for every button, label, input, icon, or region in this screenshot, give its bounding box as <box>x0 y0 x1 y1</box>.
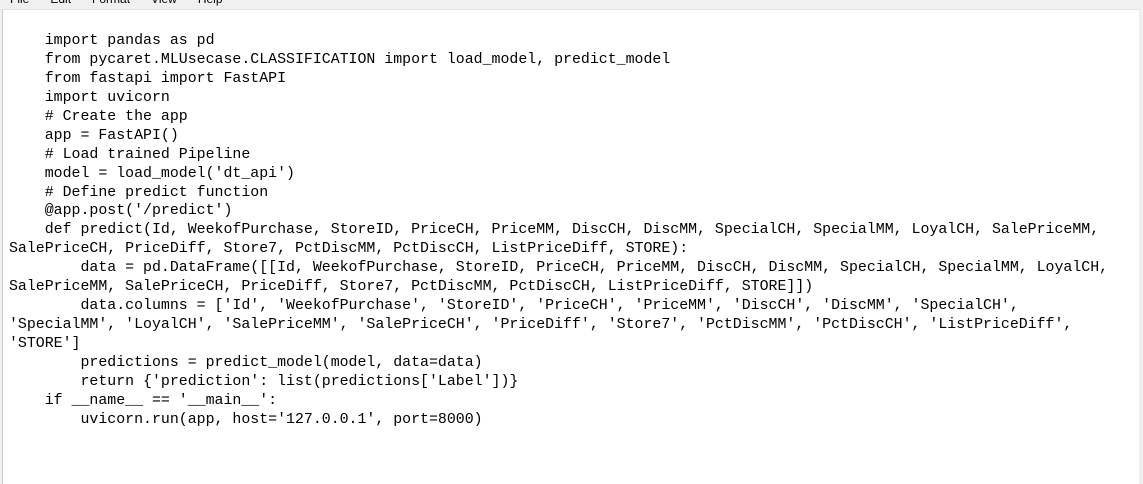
code-line: SalePriceMM, SalePriceCH, PriceDiff, Sto… <box>9 279 814 296</box>
menu-format[interactable]: Format <box>82 0 130 8</box>
text-editor[interactable]: import pandas as pd from pycaret.MLUseca… <box>2 9 1139 484</box>
code-line: # Create the app <box>9 108 188 125</box>
code-line: return {'prediction': list(predictions['… <box>9 373 519 390</box>
code-line: # Load trained Pipeline <box>9 146 251 163</box>
right-edge <box>1139 9 1143 484</box>
code-line: from fastapi import FastAPI <box>9 70 287 87</box>
code-line: # Define predict function <box>9 184 269 201</box>
code-line: @app.post('/predict') <box>9 203 233 220</box>
code-line: uvicorn.run(app, host='127.0.0.1', port=… <box>9 411 483 428</box>
menu-view[interactable]: View <box>141 0 177 8</box>
code-line: import uvicorn <box>9 89 170 106</box>
code-line: SalePriceCH, PriceDiff, Store7, PctDiscM… <box>9 241 689 258</box>
menu-file[interactable]: File <box>0 0 29 8</box>
code-line: data.columns = ['Id', 'WeekofPurchase', … <box>9 298 1019 315</box>
menu-bar: File Edit Format View Help <box>0 0 1143 8</box>
menu-edit[interactable]: Edit <box>40 0 71 8</box>
code-text[interactable]: import pandas as pd from pycaret.MLUseca… <box>9 32 1108 430</box>
code-line: if __name__ == '__main__': <box>9 392 278 409</box>
code-line: 'STORE'] <box>9 336 81 352</box>
code-line: import pandas as pd <box>9 33 215 49</box>
code-line: predictions = predict_model(model, data=… <box>9 354 483 371</box>
code-line: def predict(Id, WeekofPurchase, StoreID,… <box>9 222 1100 239</box>
menu-help[interactable]: Help <box>188 0 223 8</box>
code-line: from pycaret.MLUsecase.CLASSIFICATION im… <box>9 51 671 68</box>
code-line: data = pd.DataFrame([[Id, WeekofPurchase… <box>9 260 1109 277</box>
code-line: model = load_model('dt_api') <box>9 165 295 182</box>
code-line: app = FastAPI() <box>9 127 179 144</box>
code-line: 'SpecialMM', 'LoyalCH', 'SalePriceMM', '… <box>9 317 1073 334</box>
